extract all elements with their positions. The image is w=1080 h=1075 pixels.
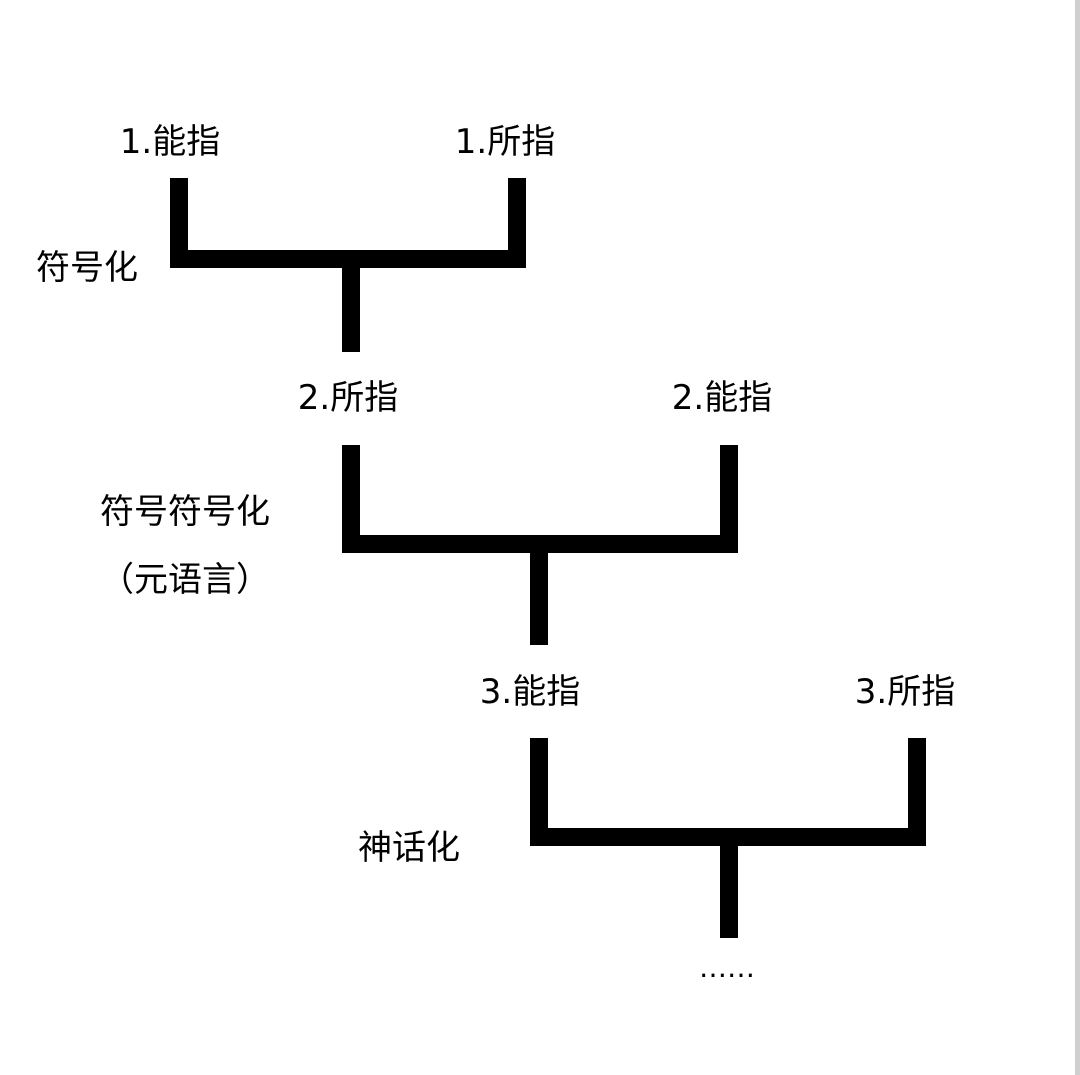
- level1-signified: 1.所指: [454, 122, 556, 162]
- level1-signifier: 1.能指: [119, 122, 221, 162]
- level2-process-note: （元语言）: [100, 560, 270, 600]
- level3-signifier: 3.能指: [479, 672, 581, 712]
- level2-signified: 2.所指: [297, 378, 399, 418]
- level1-process-label: 符号化: [36, 248, 138, 288]
- continuation-ellipsis: ……: [699, 951, 755, 984]
- level3-process-label: 神话化: [358, 828, 460, 868]
- level2-process-label: 符号符号化: [100, 492, 270, 532]
- level2-signifier: 2.能指: [671, 378, 773, 418]
- right-border: [1075, 0, 1080, 1075]
- level3-signified: 3.所指: [854, 672, 956, 712]
